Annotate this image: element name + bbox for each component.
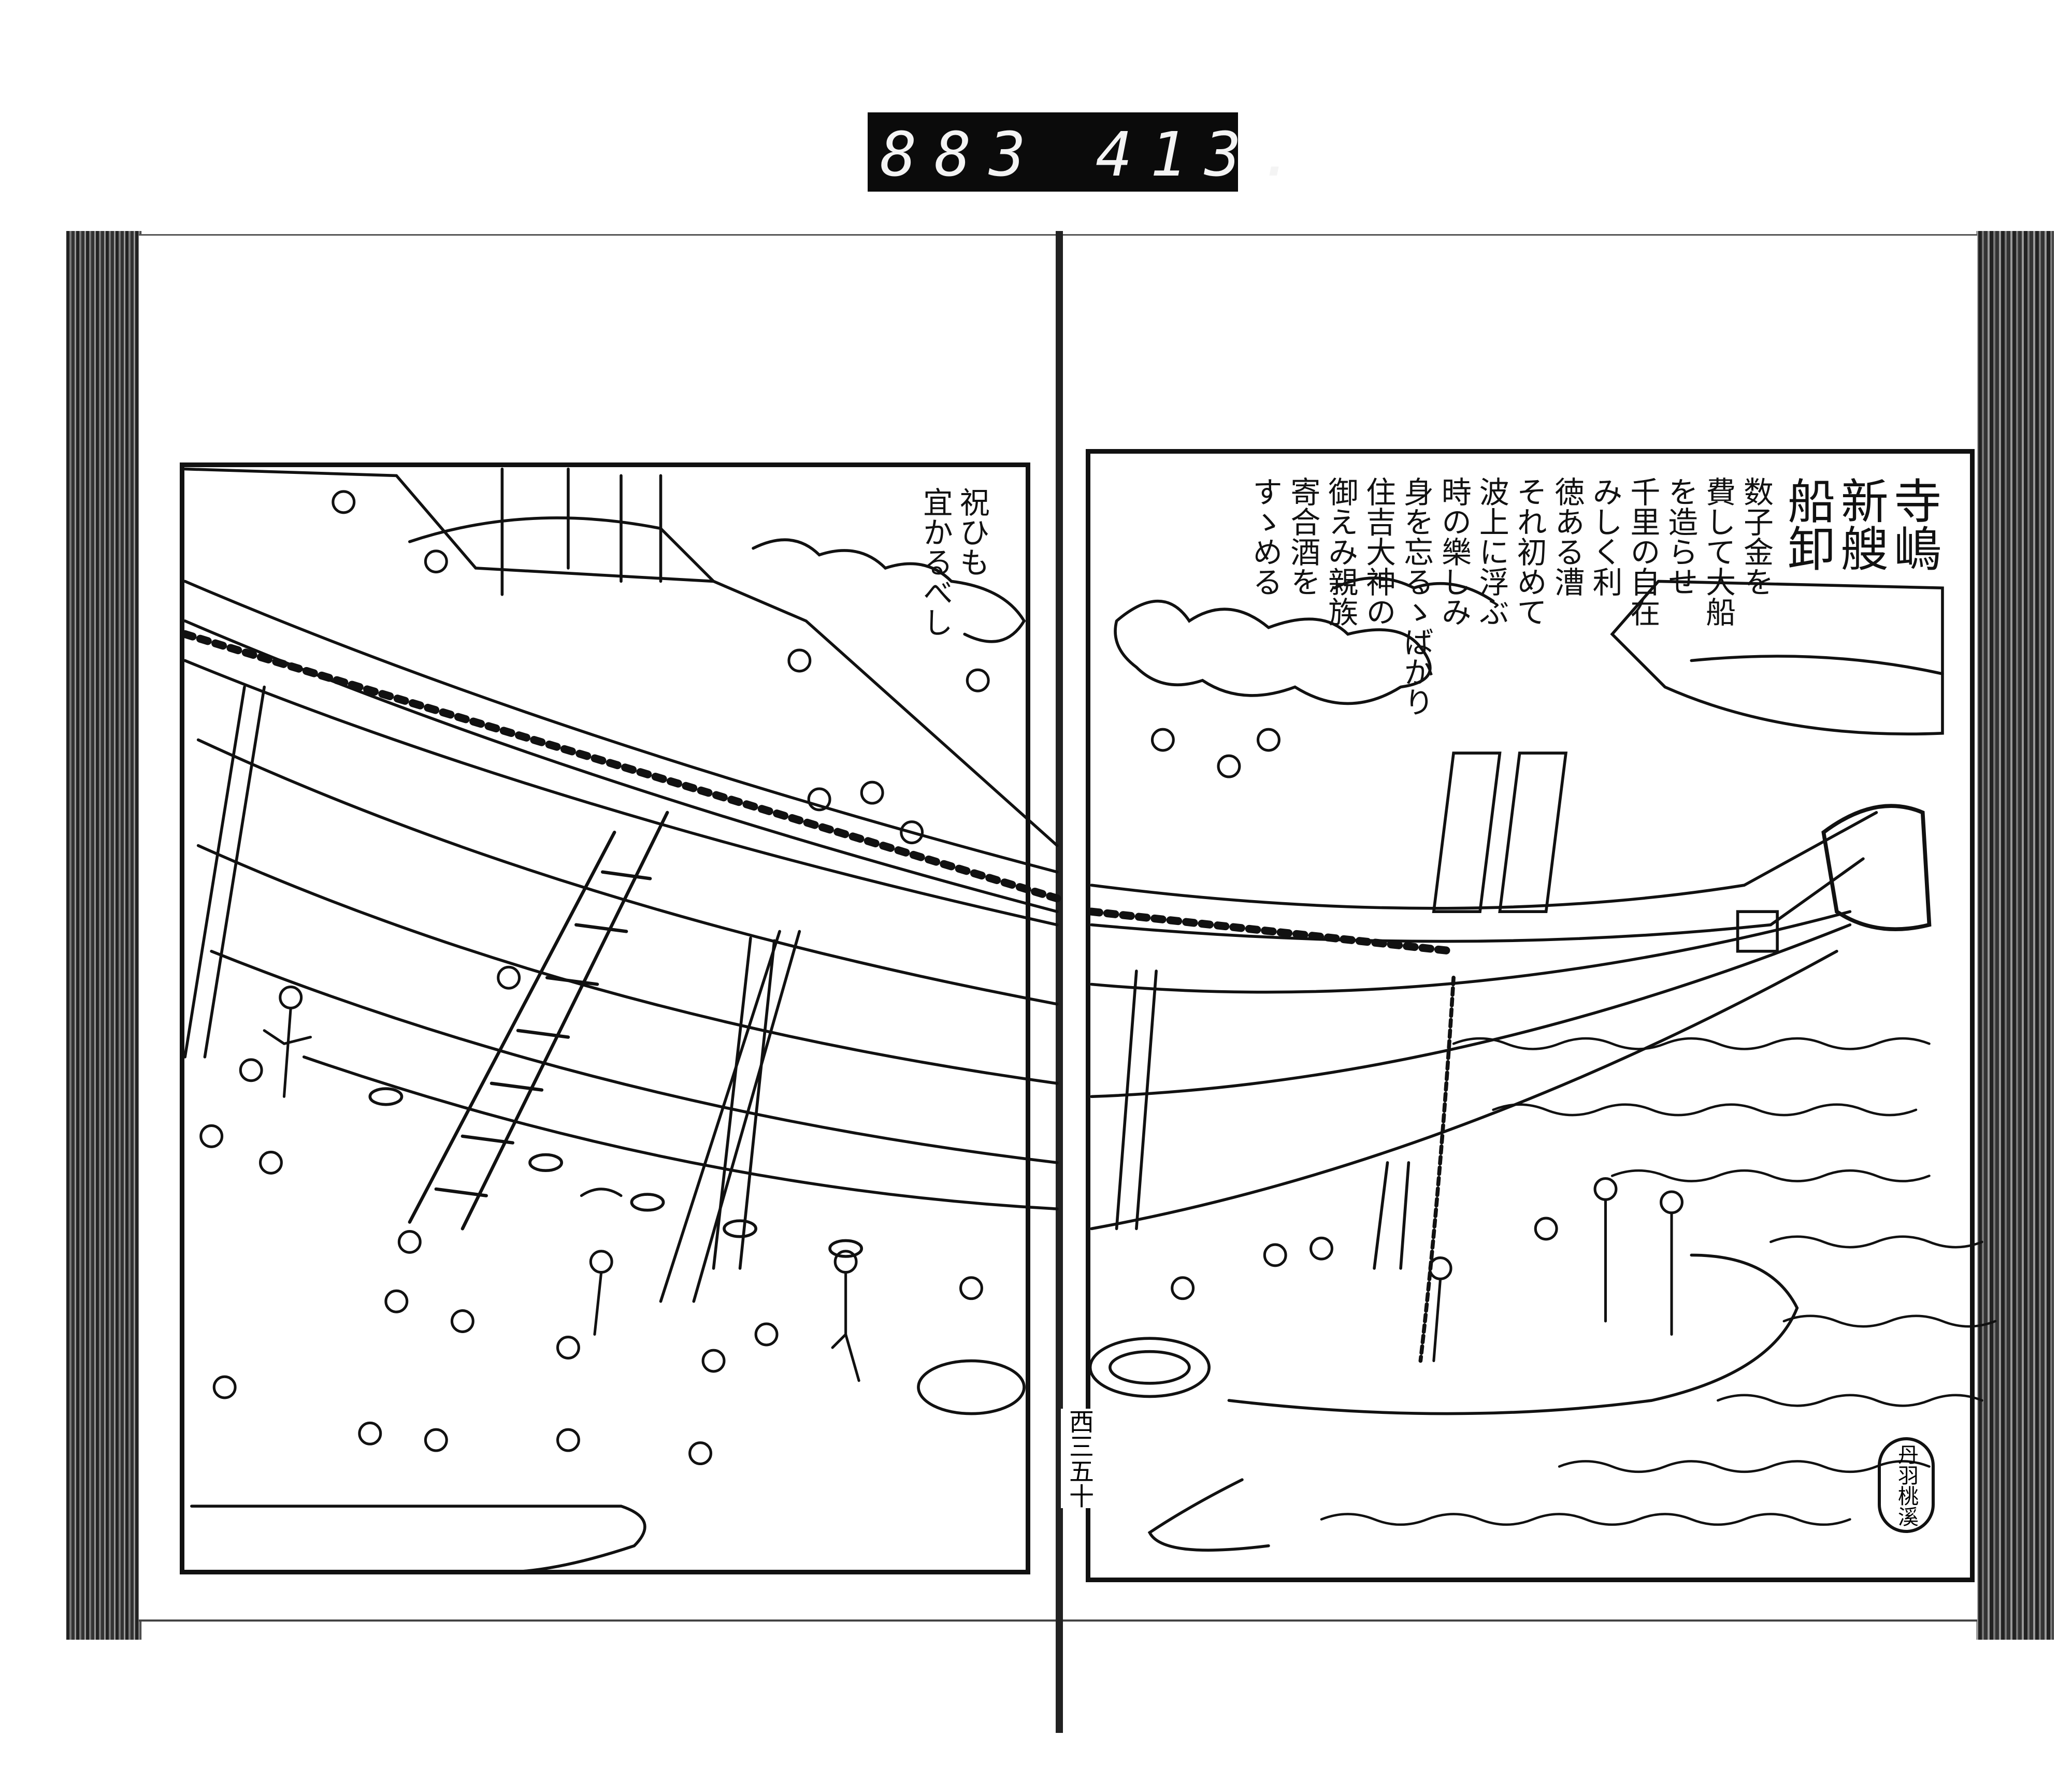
catalog-number-label: 883 413. (868, 112, 1296, 192)
caption-line: 千里の自在 (1625, 476, 1661, 627)
right-caption-text: 数子金を 費して大船 を造らせ 千里の自在 みしく利 徳ある漕 それ初めて 波上… (1109, 476, 1774, 717)
title-line: 新艘 (1833, 476, 1889, 572)
caption-line: を造らせ (1663, 476, 1699, 597)
book-spine (1056, 231, 1063, 1733)
ship-hull-rail (183, 580, 1059, 874)
caption-line: それ初めて (1512, 476, 1547, 627)
book-page-edges-left (66, 231, 141, 1640)
coiled-rope (1088, 1337, 1211, 1398)
caption-line: 住吉大神の (1361, 476, 1397, 627)
cloud (752, 538, 1026, 643)
crowd-figures (199, 490, 1684, 1466)
catalog-number-left: 883 (880, 119, 1044, 190)
caption-line: 寄合酒を (1285, 476, 1321, 597)
illustration-title: 寺嶋 新艘 船卸 (1779, 476, 1941, 663)
title-line: 船卸 (1779, 476, 1835, 572)
support-pole (659, 930, 801, 1303)
caption-line: 祝ひも (954, 487, 990, 577)
caption-line: みしく利 (1587, 476, 1623, 597)
water-waves (1320, 1037, 1997, 1526)
roller-logs (368, 1087, 864, 1258)
catalog-number-right: 413. (1096, 119, 1314, 190)
caption-line: 波上に浮ぶ (1474, 476, 1509, 627)
spine-folio-text: 西三五十 (1061, 1409, 1097, 1508)
left-caption-text: 祝ひも 宜かるべし (917, 487, 990, 637)
caption-line: 御えみ親族 (1323, 476, 1359, 627)
small-boat (190, 1505, 646, 1574)
title-line: 寺嶋 (1886, 476, 1941, 572)
caption-line: 数子金を (1738, 476, 1774, 597)
book-page-edges-right (1976, 231, 2054, 1640)
ship-bow (1821, 804, 1932, 931)
right-illustration-frame (1086, 449, 1975, 1582)
left-illustration-frame (180, 462, 1030, 1574)
sandbank (1147, 1253, 1799, 1552)
distant-boat (1610, 580, 1944, 736)
caption-line: 費して大船 (1701, 476, 1736, 627)
cloud (1114, 599, 1432, 705)
caption-line: 宜かるべし (917, 487, 953, 637)
artist-seal: 丹羽桃溪 (1878, 1437, 1935, 1533)
caption-line: 身を忘るゝばかり (1398, 476, 1434, 717)
caption-line: 時の樂しみ (1436, 476, 1472, 627)
ladder (408, 811, 669, 1231)
launch-rope (1418, 975, 1456, 1363)
ship-hull-bottom (302, 1055, 1059, 1210)
caption-line: 徳ある漕 (1549, 476, 1585, 597)
caption-line: すゝめる (1247, 476, 1283, 597)
